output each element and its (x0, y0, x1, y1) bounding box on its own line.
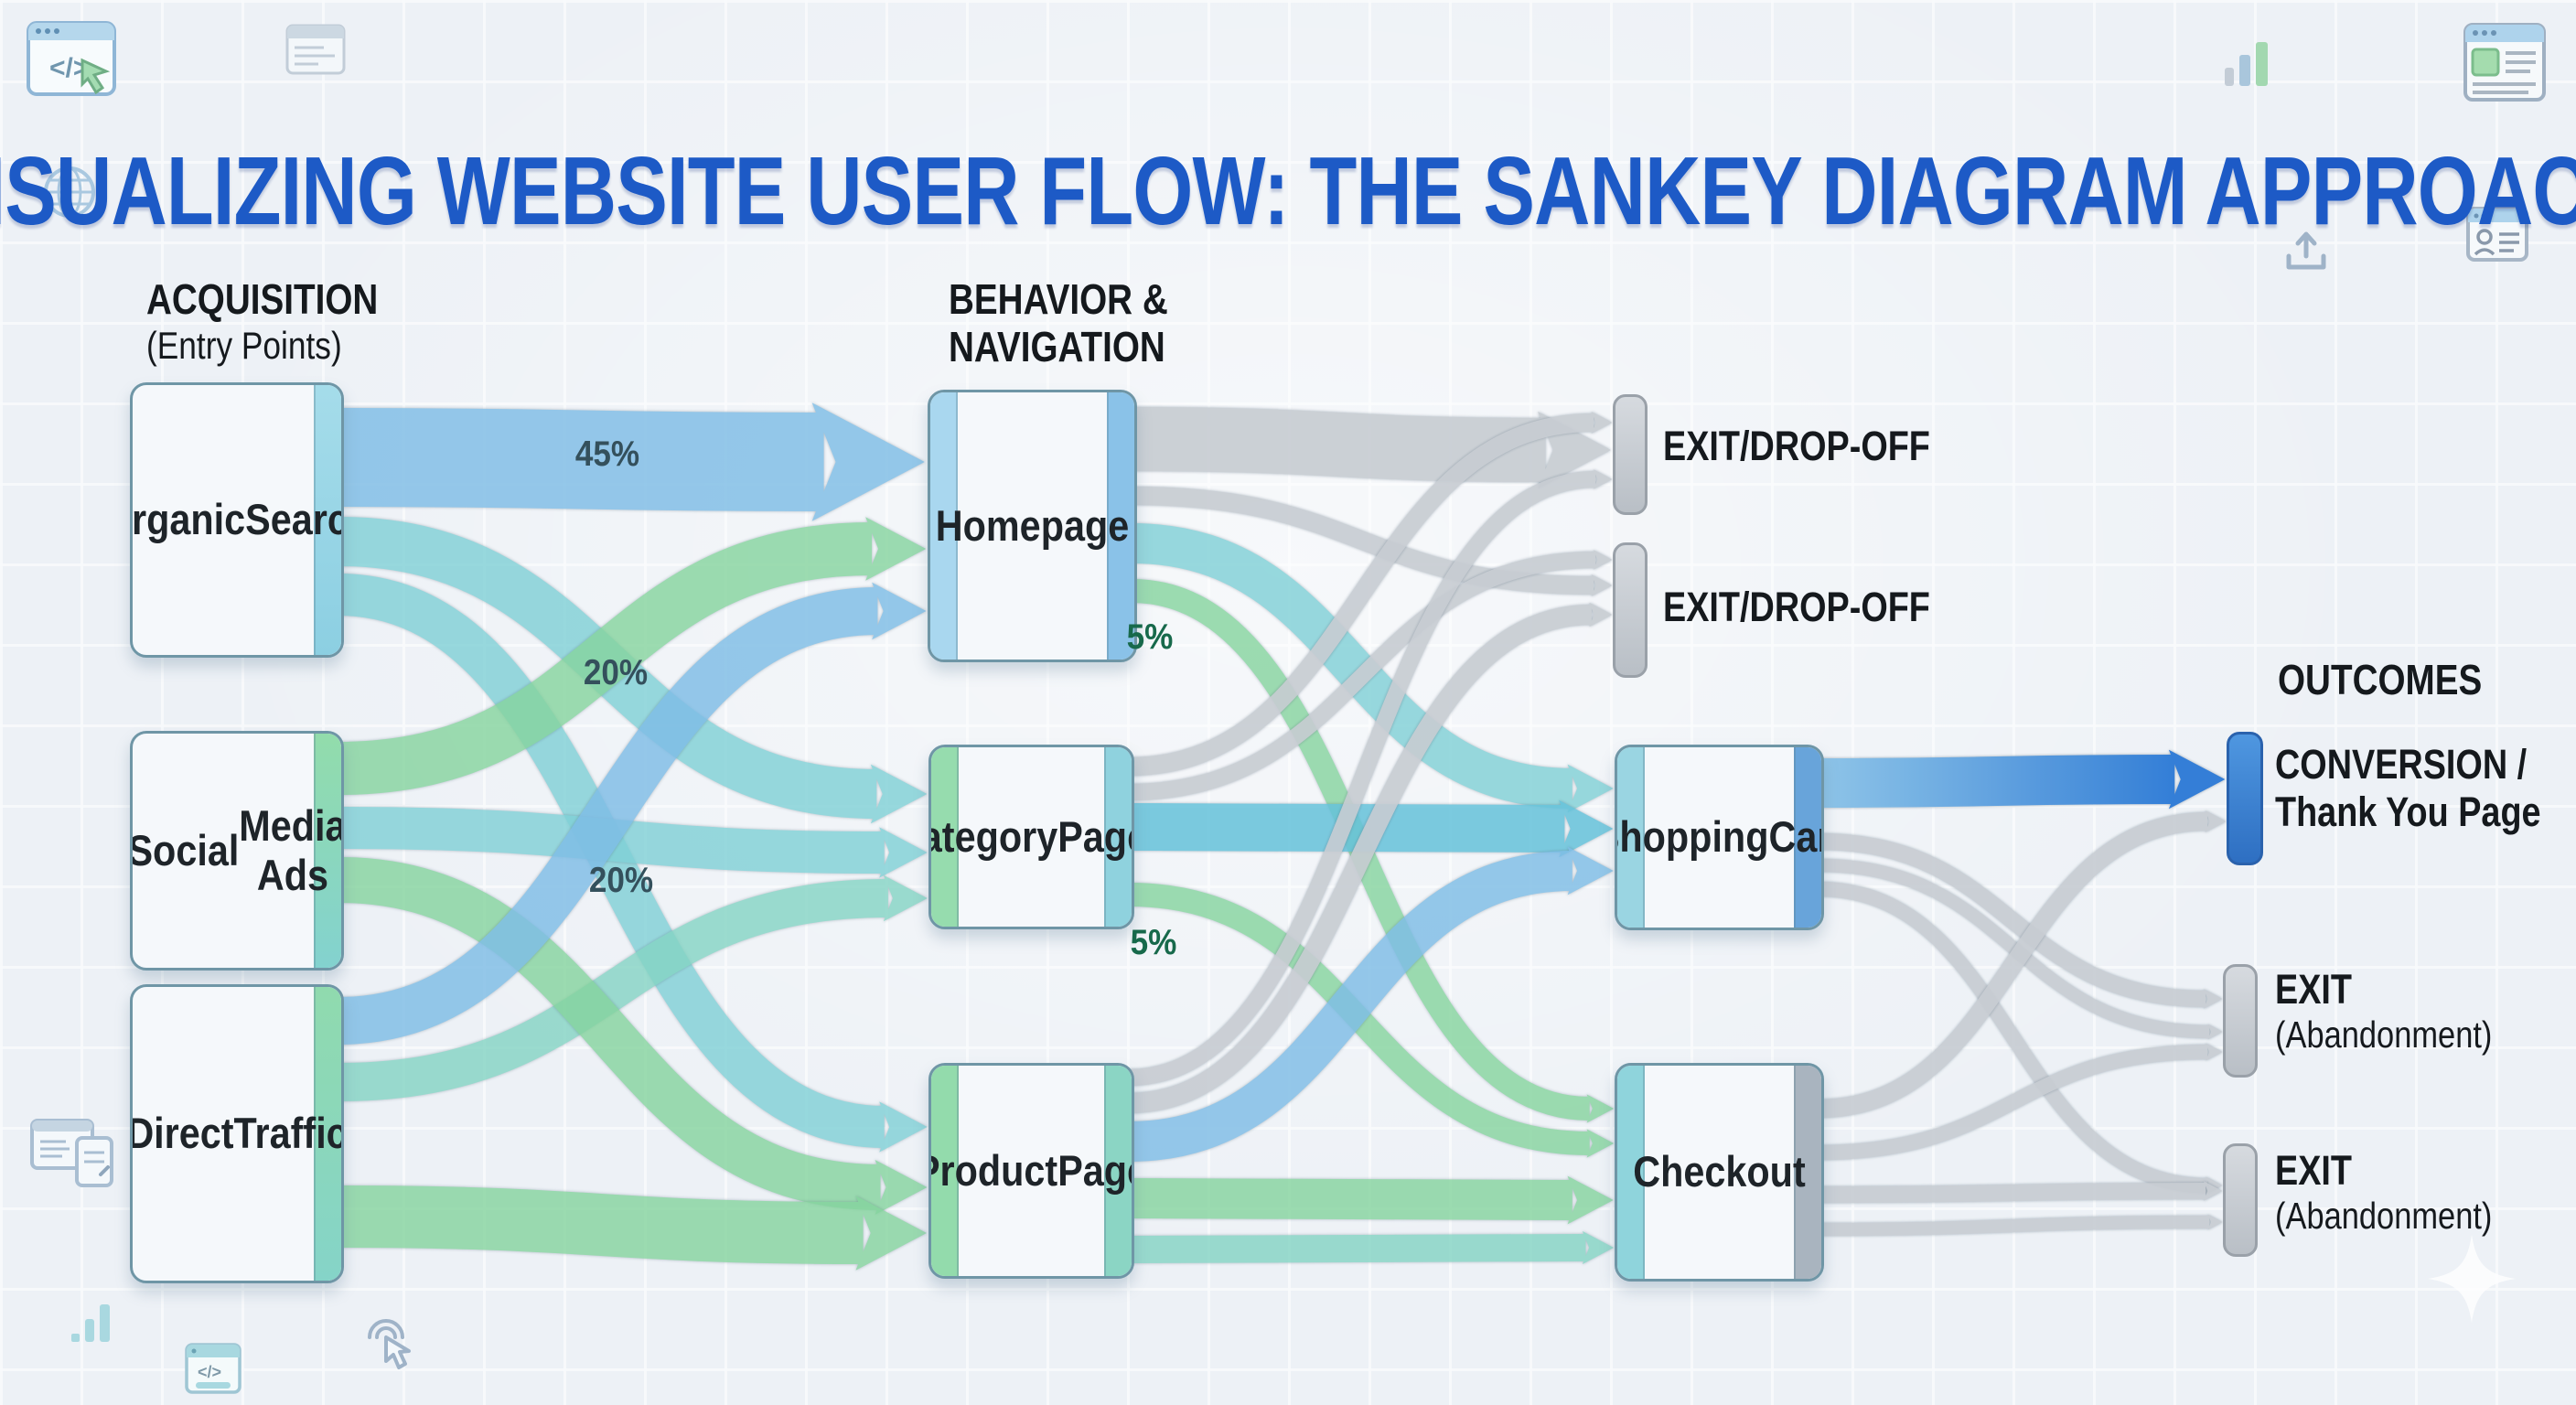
flow-checkout-to-exit-abandon-1 (1818, 1043, 2223, 1160)
flow-direct-traffic-to-homepage (338, 582, 927, 1045)
social-media-ads-right-strip (314, 734, 341, 968)
checkout-right-strip (1794, 1066, 1821, 1279)
flow-product-page-to-exit-dropoff-1 (1128, 469, 1613, 1086)
exit-abandon-1-label: EXIT (Abandonment) (2275, 966, 2493, 1056)
flow-checkout-to-exit-abandon-2 (1818, 1214, 2223, 1236)
flow-percentage-label: 45% (574, 434, 640, 474)
terminal-conversion (2227, 732, 2263, 865)
product-page-label: ProductPage (928, 1145, 1132, 1195)
flow-shopping-cart-to-conversion (1818, 749, 2226, 810)
flow-homepage-to-shopping-cart (1131, 523, 1614, 813)
homepage-left-strip (930, 392, 958, 660)
homepage-label: Homepage (935, 500, 1130, 550)
terminal-exit-dropoff-2 (1613, 542, 1648, 678)
shopping-cart-left-strip (1617, 747, 1645, 928)
behavior-header-line2: NAVIGATION (949, 322, 1165, 370)
checkout-left-strip (1617, 1066, 1645, 1279)
flow-product-page-to-shopping-cart (1128, 846, 1614, 1162)
category-pages-label: CategoryPages (931, 811, 1132, 861)
flow-direct-traffic-to-product-page (338, 1185, 927, 1271)
page-title: VISUALIZING WEBSITE USER FLOW: THE SANKE… (0, 137, 2576, 246)
outcomes-header-label: OUTCOMES (2278, 656, 2483, 703)
flow-organic-search-to-homepage (338, 402, 925, 521)
flow-percentage-label: 5% (1130, 923, 1177, 962)
node-organic-search: OrganicSearch (130, 382, 344, 658)
acquisition-header-line2: (Entry Points) (146, 323, 342, 367)
behavior-header: BEHAVIOR & NAVIGATION (949, 275, 1209, 370)
flow-percentage-label: 20% (583, 653, 649, 692)
node-product-page: ProductPage (928, 1063, 1134, 1279)
category-pages-left-strip (931, 747, 959, 927)
shopping-cart-right-strip (1794, 747, 1821, 928)
direct-traffic-right-strip (314, 987, 341, 1281)
exit-dropoff-1-label: EXIT/DROP-OFF (1663, 423, 1930, 469)
terminal-exit-dropoff-1 (1613, 394, 1648, 515)
terminal-exit-abandon-2 (2223, 1143, 2258, 1257)
flow-direct-traffic-to-category-pages (338, 874, 928, 1101)
category-pages-right-strip (1104, 747, 1132, 927)
flow-product-page-to-checkout (1128, 1175, 1614, 1225)
flow-product-page-to-exit-dropoff-2 (1128, 602, 1613, 1113)
flow-checkout-to-conversion (1818, 810, 2227, 1118)
conversion-label: CONVERSION / Thank You Page (2275, 741, 2541, 836)
flow-homepage-to-exit-dropoff-1 (1131, 407, 1611, 488)
exit-abandon-2-label: EXIT (Abandonment) (2275, 1147, 2493, 1238)
organic-search-label: OrganicSearch (132, 495, 341, 544)
flow-product-page-to-checkout (1128, 1231, 1615, 1265)
shopping-cart-label: ShoppingCart (1617, 812, 1821, 862)
flow-percentage-label: 5% (1126, 617, 1174, 657)
product-page-right-strip (1104, 1066, 1132, 1276)
outcomes-header: OUTCOMES (2278, 656, 2521, 704)
flow-social-media-ads-to-homepage (338, 517, 927, 795)
flow-social-media-ads-to-product-page (338, 857, 928, 1215)
organic-search-right-strip (314, 385, 341, 655)
acquisition-header-line1: ACQUISITION (146, 275, 379, 323)
flow-shopping-cart-to-exit-abandon-2 (1818, 882, 2223, 1195)
exit-dropoff-2-label: EXIT/DROP-OFF (1663, 584, 1930, 630)
acquisition-header: ACQUISITION (Entry Points) (146, 275, 423, 367)
product-page-left-strip (931, 1066, 959, 1276)
flow-shopping-cart-to-exit-abandon-1 (1818, 833, 2223, 1009)
node-homepage: Homepage (928, 390, 1137, 662)
behavior-header-line1: BEHAVIOR & (949, 275, 1168, 323)
node-shopping-cart: ShoppingCart (1615, 745, 1824, 930)
homepage-right-strip (1107, 392, 1134, 660)
terminal-exit-abandon-1 (2223, 964, 2258, 1078)
flow-checkout-to-exit-abandon-2 (1818, 1181, 2223, 1203)
flow-percentage-label: 20% (588, 861, 654, 900)
checkout-label: Checkout (1633, 1147, 1806, 1196)
flow-category-pages-to-exit-dropoff-2 (1128, 550, 1613, 800)
flow-category-pages-to-exit-dropoff-1 (1128, 412, 1613, 776)
node-checkout: Checkout (1615, 1063, 1824, 1282)
node-category-pages: CategoryPages (928, 745, 1134, 929)
